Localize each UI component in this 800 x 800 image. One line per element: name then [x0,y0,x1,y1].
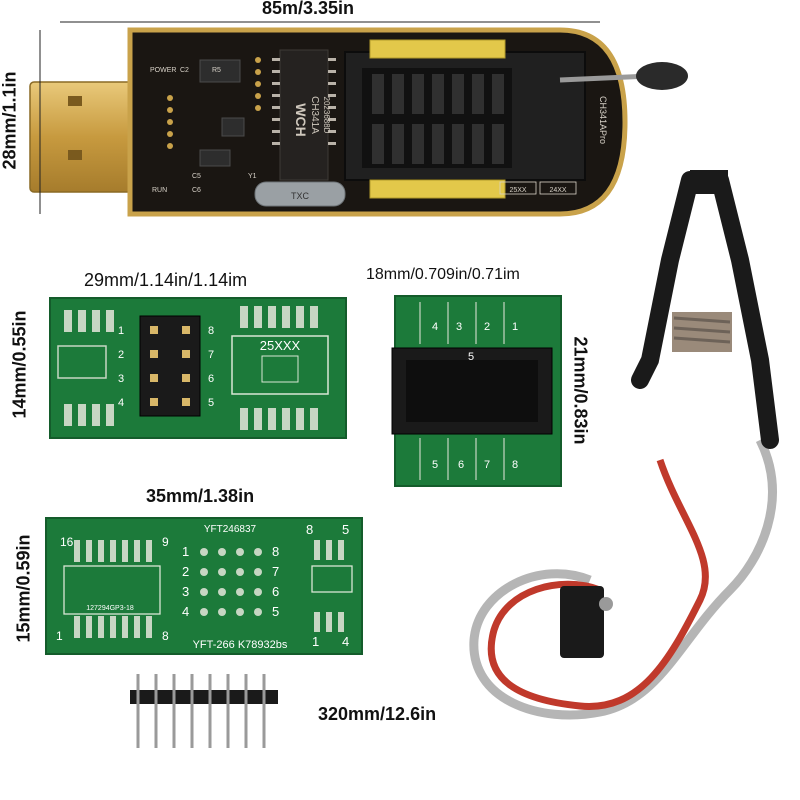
socket-bottom-7: 7 [484,459,490,471]
pin-header-strip [130,674,278,748]
sop16-right-pin-5: 5 [272,604,279,619]
chip-logo-label: WCH [293,103,309,136]
socket-adapter: 4 3 2 1 5 6 7 8 5 [391,295,562,487]
soic-test-clip [469,170,779,720]
socket-top-3: 3 [456,321,462,333]
socket-height-label: 21mm/0.83in [570,336,591,445]
chip-label: CH341A [309,96,320,134]
socket-24xx-label: 24XX [549,187,566,194]
socket-bottom-6: 6 [458,459,464,471]
sop16-left-4: 4 [182,604,189,619]
crystal-label: TXC [291,191,310,201]
sop16-right-4: 4 [342,634,349,649]
sop16-left-3: 3 [182,584,189,599]
sop16-pin1-label: 1 [56,629,63,643]
sop16-right-5: 5 [342,522,349,537]
silk-r5: R5 [212,67,221,74]
soic8-pin-8: 8 [208,325,214,337]
sop16-adapter: 127294GP3-18 16 9 1 8 8 5 1 4 1 2 3 4 8 … [45,517,363,655]
soic8-pin-6: 6 [208,373,214,385]
soic8-width-label: 29mm/1.14in/1.14im [84,270,248,290]
programmer-width-label: 85m/3.35in [262,0,355,18]
socket-top-2: 2 [484,321,490,333]
soic8-pin-header [139,315,201,417]
socket-25xx-label: 25XX [509,187,526,194]
socket-top-1: 1 [512,321,518,333]
sop16-left-1: 1 [182,544,189,559]
socket-top-4: 4 [432,321,438,333]
silk-c5: C5 [192,173,201,180]
soic8-pin-2: 2 [118,349,124,361]
clip-connector [560,586,604,658]
sop16-left-2: 2 [182,564,189,579]
sop16-height-label: 15mm/0.59in [13,534,34,643]
silk-c2: C2 [180,67,189,74]
pin-header-top [369,39,506,59]
chip-code-label: 2023688D [322,97,331,134]
sop16-top-code: YFT246837 [204,524,257,535]
socket-bottom-8: 8 [512,459,518,471]
sop16-right-1: 1 [312,634,319,649]
soic8-pin-1: 1 [118,325,124,337]
sop16-pin16-label: 16 [60,535,74,549]
zif-lever [559,73,651,83]
sop16-right-pin-7: 7 [272,564,279,579]
silk-c6: C6 [192,187,201,194]
soic8-chip-label: 25XXX [260,338,301,353]
run-led-label: RUN [152,187,167,194]
sop16-right-pin-6: 6 [272,584,279,599]
sop16-bottom-code: YFT-266 K78932bs [193,639,288,651]
soic8-pin-7: 7 [208,349,214,361]
ch341a-programmer: WCH CH341A 2023688D TXC POWER RUN C5 [29,27,688,217]
soic8-pin-4: 4 [118,397,124,409]
clip-cable-red [487,458,709,710]
sop16-right-pin-8: 8 [272,544,279,559]
ch341a-chip [279,49,329,181]
clip-cable-length-label: 320mm/12.6in [318,704,437,724]
power-led-label: POWER [150,67,176,74]
soic8-adapter: 1 2 3 4 8 7 6 5 25XXX [49,297,347,439]
soic8-pin-3: 3 [118,373,124,385]
sop16-width-label: 35mm/1.38in [146,486,255,506]
crystal-oscillator [254,181,346,207]
sop16-pin9-label: 9 [162,535,169,549]
socket-bottom-5: 5 [432,459,438,471]
sop16-chip-code: 127294GP3-18 [86,605,134,612]
clip-cable-gray [469,437,777,720]
pin-header-bottom [369,179,506,199]
silk-y1: Y1 [248,173,257,180]
sop16-pin8-label: 8 [162,629,169,643]
board-name-label: CH341APro [598,96,608,144]
socket-width-label: 18mm/0.709in/0.71im [366,266,520,283]
programmer-height-label: 28mm/1.1in [0,71,20,170]
soic8-pin-5: 5 [208,397,214,409]
soic8-height-label: 14mm/0.55in [9,310,30,419]
socket-center-mark: 5 [468,351,474,363]
sop16-right-8: 8 [306,522,313,537]
